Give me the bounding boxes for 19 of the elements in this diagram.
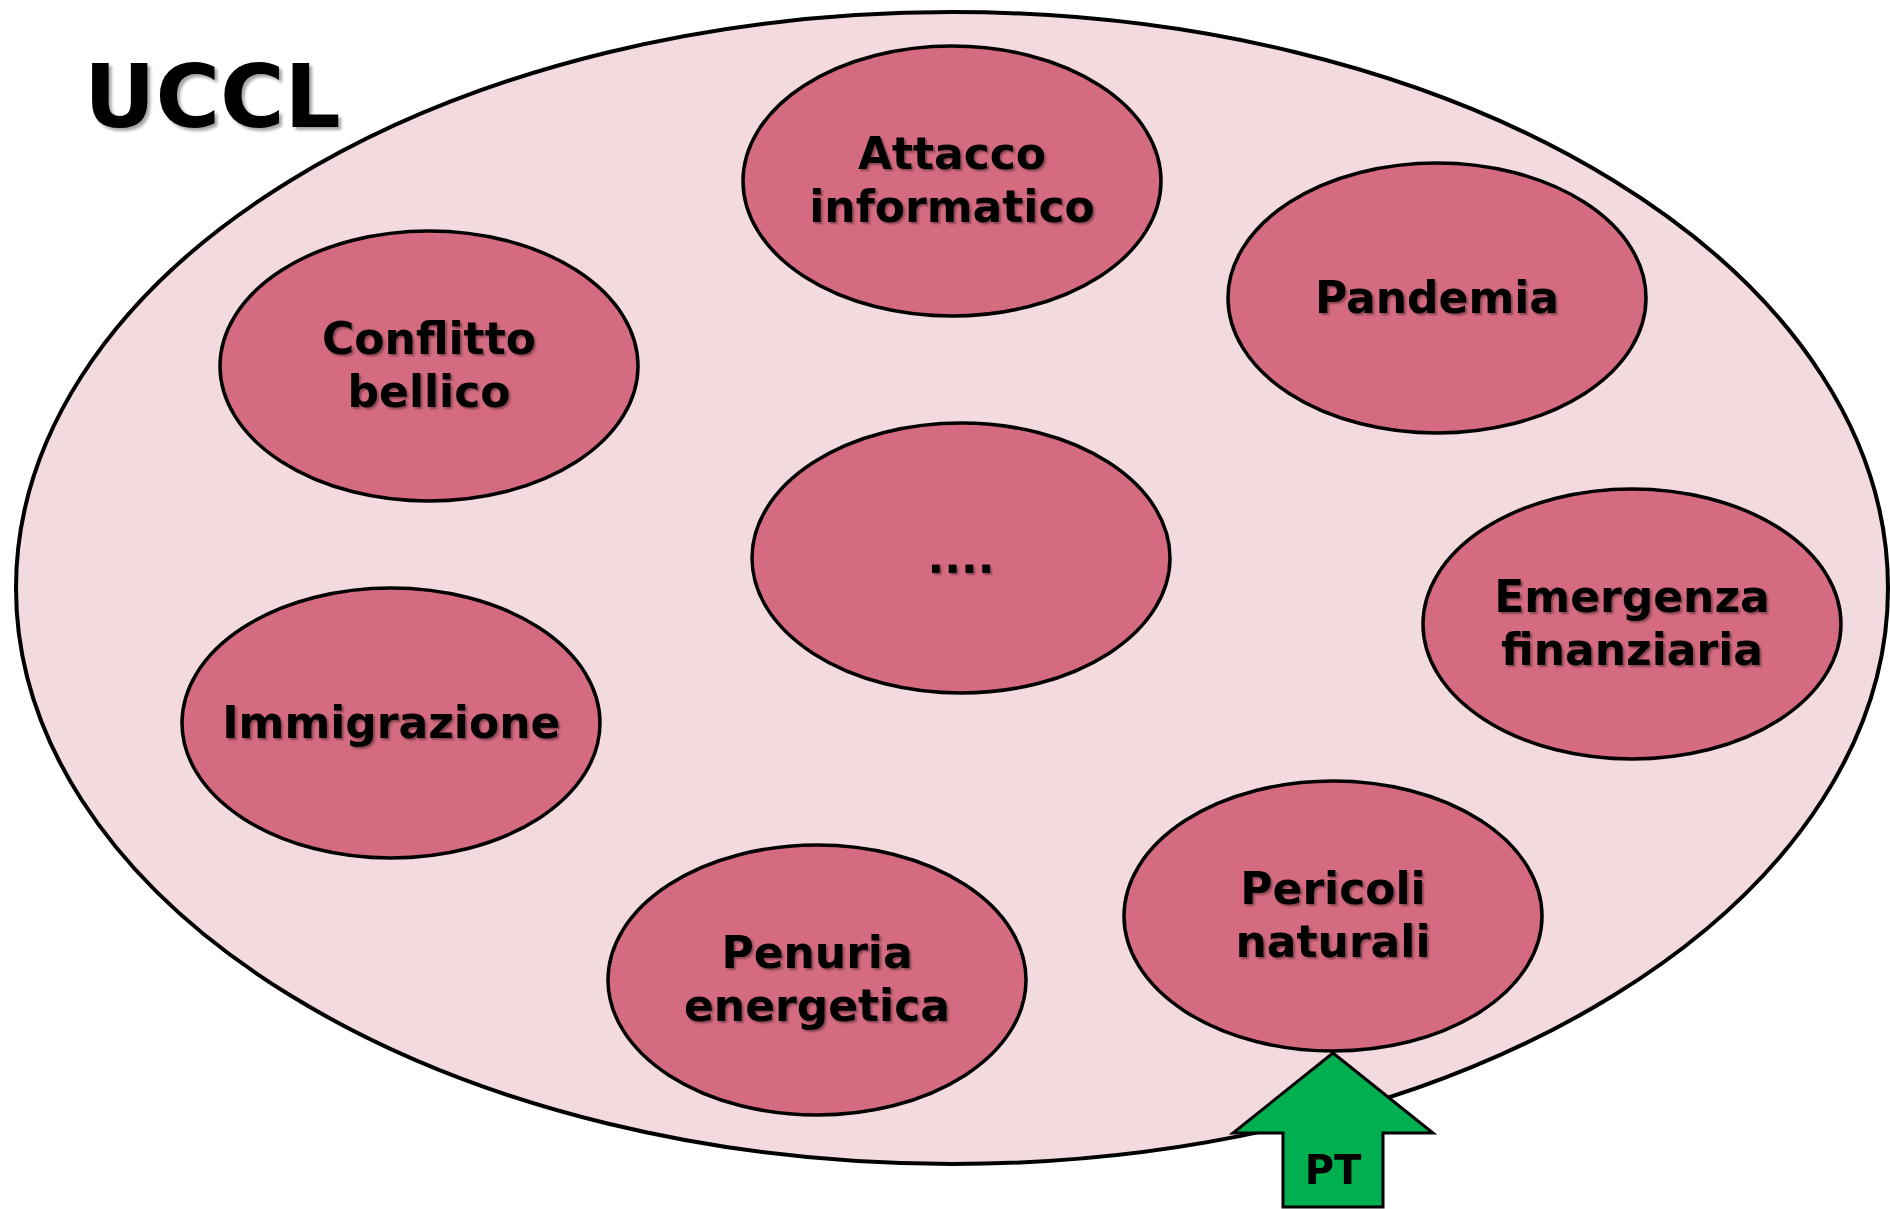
category-ellipse [1226,161,1648,435]
block-arrow [1228,1051,1438,1209]
node-label: Emergenza finanziaria [1493,571,1771,677]
category-ellipse [218,229,640,503]
node-label: Conflitto bellico [321,313,537,419]
group-title: UCCL [84,45,341,148]
category-ellipse [750,421,1172,695]
node-label: Attacco informatico [808,128,1096,234]
node-label: Pericoli naturali [1234,863,1432,969]
category-ellipse [606,843,1028,1117]
category-ellipse [180,586,602,860]
category-ellipse [741,44,1163,318]
category-ellipse [1421,487,1843,761]
node-label: .... [927,531,995,585]
node-label: Immigrazione [222,696,560,750]
node-label: Pandemia [1314,271,1559,325]
node-label: Penuria energetica [683,927,951,1033]
category-ellipse [1122,779,1544,1053]
edge-label: PT [1304,1147,1362,1193]
